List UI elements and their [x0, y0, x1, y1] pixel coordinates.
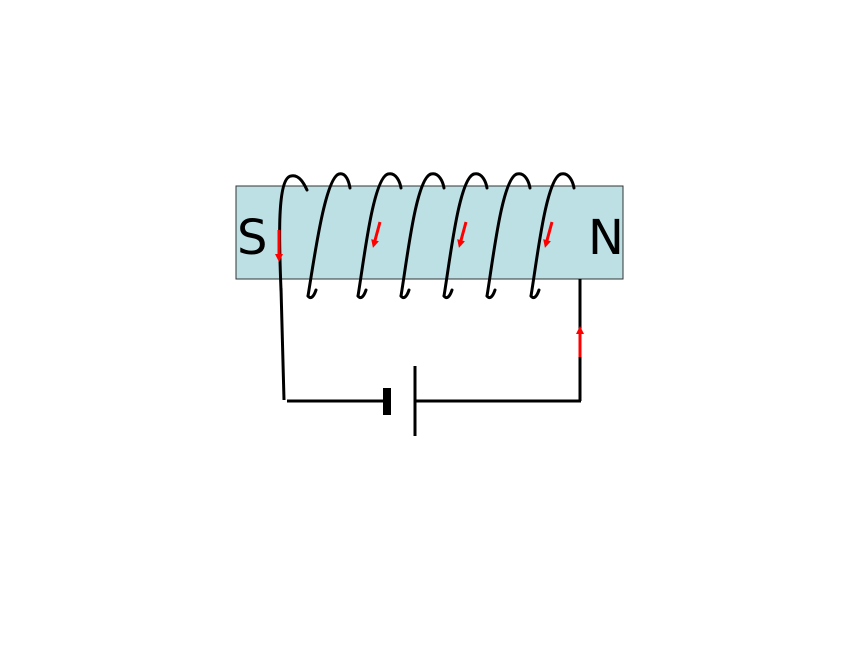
pole-label-north: N: [588, 210, 624, 266]
coil-turn-4: [399, 172, 446, 298]
current-arrows: [275, 221, 584, 357]
coil-turn-2: [306, 172, 352, 298]
coil-bottom-5: [485, 288, 497, 300]
coil-bottom-3: [399, 288, 411, 300]
coil-bottom-1: [306, 288, 318, 300]
coil-turn-6: [485, 172, 532, 298]
pole-label-south: S: [237, 210, 267, 266]
battery-negative-plate: [383, 388, 391, 415]
current-arrow-coil-1: [371, 221, 382, 248]
coil-turn-7: [529, 172, 576, 298]
coil-turn-3: [356, 172, 403, 298]
coil-turn-5: [442, 172, 489, 298]
iron-core: [235, 185, 624, 280]
left-wire-vertical: [279, 287, 286, 401]
current-arrow-coil-3: [543, 221, 554, 248]
coil: [278, 172, 576, 300]
battery-cell: [383, 366, 417, 436]
current-arrow-coil-2: [457, 221, 468, 248]
coil-bottom-6: [529, 288, 541, 300]
coil-bottom-4: [442, 288, 454, 300]
coil-bottom-2: [356, 288, 368, 300]
